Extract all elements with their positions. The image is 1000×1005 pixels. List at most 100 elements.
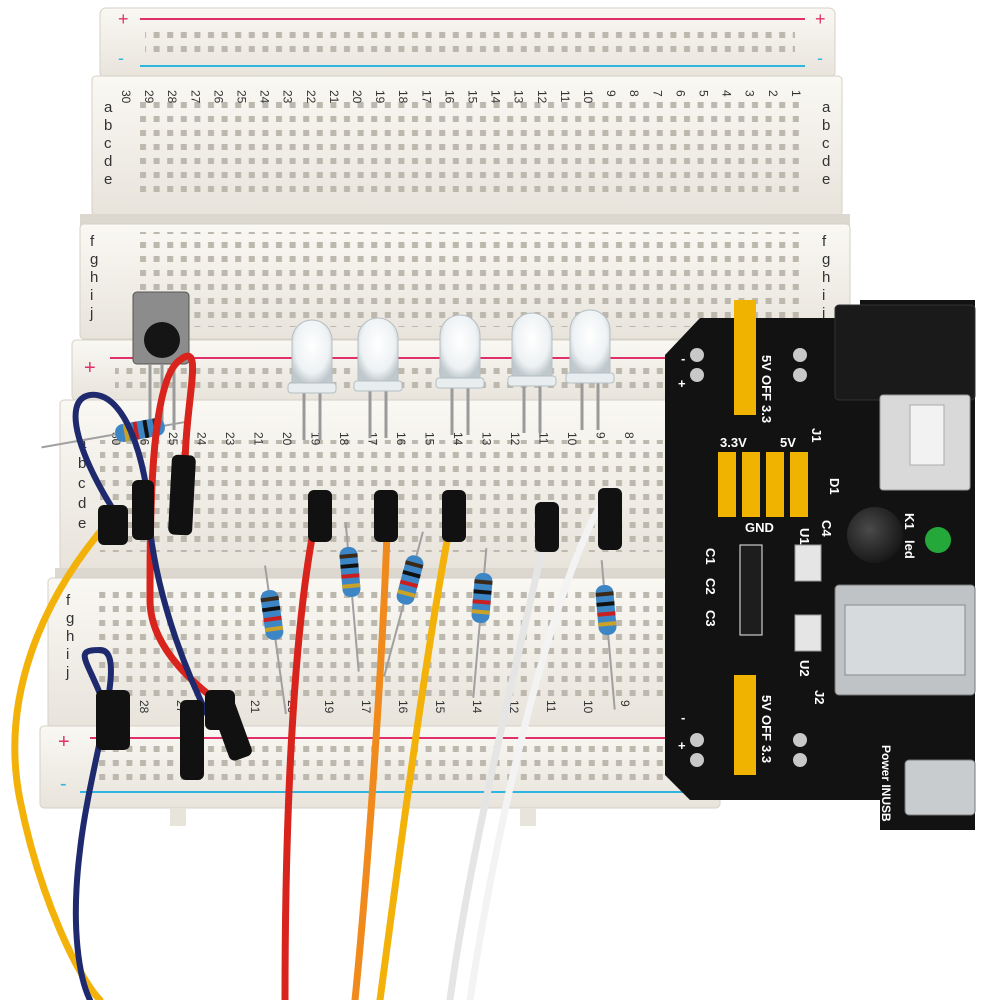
- bot-col-num-11: 15: [423, 432, 437, 446]
- bottom-rail-minus: -: [60, 773, 67, 795]
- label-33v: 3.3V: [720, 435, 747, 450]
- resistor-5: [595, 560, 617, 710]
- top-center-channel: [80, 214, 850, 226]
- top-row-upper-left-1: b: [104, 117, 112, 134]
- bot-col-num-13: 13: [480, 432, 494, 446]
- top-rail-minus-right: -: [817, 48, 823, 68]
- bot-col-num-j-6: 17: [359, 700, 373, 714]
- top-row-lower-left-1: g: [90, 251, 98, 268]
- top-row-lower-right-1: g: [822, 251, 830, 268]
- top-col-num-23: 7: [650, 90, 664, 97]
- clear-led-5: [565, 309, 615, 430]
- bottom-board-tab-2: [520, 808, 536, 826]
- bot-row-upper-1: b: [78, 455, 86, 472]
- header-pins: [718, 452, 808, 517]
- top-rail-plus-left: +: [118, 9, 129, 29]
- top-col-num-29: 1: [789, 90, 803, 97]
- top-col-num-6: 24: [258, 90, 272, 104]
- top-col-num-3: 27: [188, 90, 202, 104]
- jumper-wires: [11, 352, 614, 1004]
- bot-col-num-j-0: 28: [137, 700, 151, 714]
- bottom-jumper-33: 3.3: [759, 745, 774, 763]
- resistor-group: [41, 418, 617, 715]
- power-led: [925, 527, 951, 553]
- clear-led-4: [507, 312, 557, 433]
- bot-col-num-j-11: 11: [544, 700, 558, 713]
- top-col-num-2: 28: [165, 90, 179, 104]
- wire-yellow-left: [11, 516, 114, 1004]
- bottom-rail-plus: +: [58, 731, 70, 753]
- bot-row-lower-0: f: [66, 592, 71, 609]
- top-row-upper-left-3: d: [104, 153, 112, 170]
- label-power-in: Power INUSB: [879, 745, 893, 822]
- top-col-num-9: 21: [327, 90, 341, 104]
- top-row-upper-right-3: d: [822, 153, 830, 170]
- top-col-num-19: 11: [558, 90, 572, 103]
- top-row-upper-left-4: e: [104, 171, 112, 188]
- top-row-lower-right-3: i: [822, 287, 825, 304]
- top-col-num-15: 15: [466, 90, 480, 104]
- clear-led-1: [287, 319, 337, 440]
- top-row-upper-right-0: a: [822, 99, 831, 116]
- bottom-rail-plus-top: +: [84, 357, 96, 379]
- top-col-num-17: 13: [512, 90, 526, 104]
- top-row-lower-right-4: j: [821, 305, 825, 322]
- clear-led-3: [435, 314, 485, 435]
- regulator-u2: [794, 614, 822, 652]
- bot-col-num-16: 10: [565, 432, 579, 446]
- top-row-upper-left-0: a: [104, 99, 113, 116]
- bot-col-num-17: 9: [594, 432, 608, 439]
- top-col-num-12: 18: [396, 90, 410, 104]
- top-col-num-0: 30: [119, 90, 133, 104]
- top-rail-minus-left: -: [118, 48, 124, 68]
- wire-red-main: [281, 496, 324, 1004]
- clear-led-2: [353, 317, 403, 438]
- label-k1: K1: [902, 513, 917, 530]
- bot-col-num-j-9: 14: [470, 700, 484, 714]
- bottom-board-tab-1: [170, 808, 186, 826]
- top-col-num-1: 29: [142, 90, 156, 104]
- pcb-minus-bottom: -: [681, 710, 685, 725]
- top-col-num-24: 6: [673, 90, 687, 97]
- resistor-1: [260, 565, 287, 715]
- label-u2: U2: [797, 660, 812, 677]
- top-col-num-10: 20: [350, 90, 364, 104]
- top-col-num-11: 19: [373, 90, 387, 104]
- bot-col-num-j-3: 21: [248, 700, 262, 714]
- resistor-2: [339, 522, 361, 672]
- pcb-pads: [690, 348, 807, 767]
- bot-col-num-j-8: 15: [433, 700, 447, 714]
- wire-plugs: [96, 454, 622, 780]
- label-c4: C4: [819, 520, 834, 537]
- top-row-lower-left-0: f: [90, 233, 95, 250]
- top-col-num-28: 2: [766, 90, 780, 97]
- bot-row-lower-4: j: [65, 664, 69, 681]
- power-supply-module: 5V OFF 3.3 5V OFF 3.3 J1 J2 D1 C4 K1 led…: [665, 300, 976, 830]
- top-row-upper-right-2: c: [822, 135, 830, 152]
- bot-col-num-18: 8: [622, 432, 636, 439]
- top-jumper-33: 3.3: [759, 405, 774, 423]
- wire-yellow-main: [376, 496, 459, 1004]
- top-jumper-off: OFF: [759, 375, 774, 401]
- micro-usb-port: [904, 759, 976, 816]
- resistor-4: [471, 548, 493, 698]
- bot-col-num-8: 18: [337, 432, 351, 446]
- bot-col-num-6: 20: [280, 432, 294, 446]
- led-group: [287, 309, 615, 440]
- top-rail-holes: [145, 25, 795, 57]
- top-row-lower-right-0: f: [822, 233, 827, 250]
- top-row-upper-right-1: b: [822, 117, 830, 134]
- bot-col-num-14: 12: [508, 432, 522, 446]
- resistor-3: [383, 531, 424, 677]
- bot-row-lower-1: g: [66, 610, 74, 627]
- label-u1: U1: [797, 528, 812, 545]
- bot-row-upper-4: e: [78, 515, 86, 532]
- bot-col-num-j-5: 19: [322, 700, 336, 714]
- top-jumper-5v: 5V: [759, 355, 774, 371]
- bot-col-num-15: 11: [537, 432, 551, 445]
